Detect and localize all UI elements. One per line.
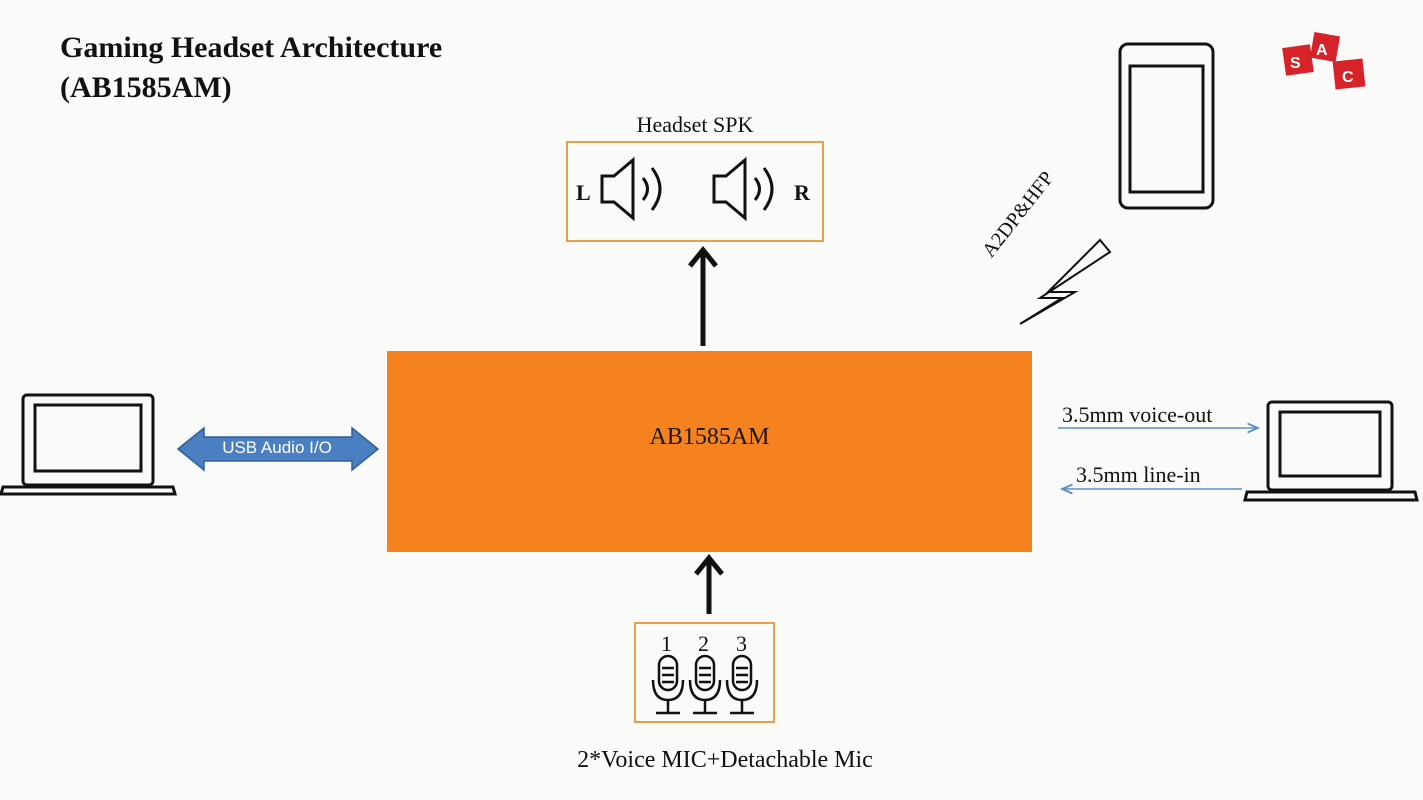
speaker-left-label: L bbox=[576, 180, 591, 205]
arrow-to-speaker bbox=[688, 246, 718, 346]
page-title: Gaming Headset Architecture (AB1585AM) bbox=[60, 28, 442, 108]
line-in-label: 3.5mm line-in bbox=[1076, 462, 1201, 487]
arrow-from-mic bbox=[694, 554, 724, 614]
svg-text:S: S bbox=[1290, 55, 1301, 72]
speaker-left-icon bbox=[600, 156, 662, 222]
mic-caption: 2*Voice MIC+Detachable Mic bbox=[577, 747, 873, 773]
chip-block bbox=[387, 351, 1032, 552]
svg-text:C: C bbox=[1342, 69, 1354, 86]
laptop-right-icon bbox=[1243, 400, 1419, 502]
laptop-left-icon bbox=[0, 393, 177, 496]
speaker-box bbox=[566, 141, 824, 242]
asc-logo: A S C bbox=[1282, 31, 1366, 90]
svg-text:A: A bbox=[1316, 42, 1328, 59]
usb-double-arrow bbox=[176, 426, 380, 472]
voice-out-label: 3.5mm voice-out bbox=[1062, 402, 1213, 427]
phone-icon bbox=[1118, 42, 1215, 210]
speaker-caption: Headset SPK bbox=[636, 112, 754, 137]
microphone-icon-2 bbox=[688, 654, 722, 715]
mic-number-2: 2 bbox=[698, 631, 709, 656]
usb-label: USB Audio I/O bbox=[222, 438, 332, 457]
microphone-icon-3 bbox=[725, 654, 759, 715]
speaker-right-label: R bbox=[794, 180, 810, 205]
mic-number-3: 3 bbox=[736, 631, 747, 656]
title-line-1: Gaming Headset Architecture bbox=[60, 31, 443, 64]
mic-number-1: 1 bbox=[661, 631, 672, 656]
chip-label: AB1585AM bbox=[649, 424, 770, 450]
speaker-right-icon bbox=[712, 156, 774, 222]
lightning-icon bbox=[1019, 238, 1112, 325]
microphone-icon-1 bbox=[651, 654, 685, 715]
title-line-2: (AB1585AM) bbox=[60, 71, 232, 104]
